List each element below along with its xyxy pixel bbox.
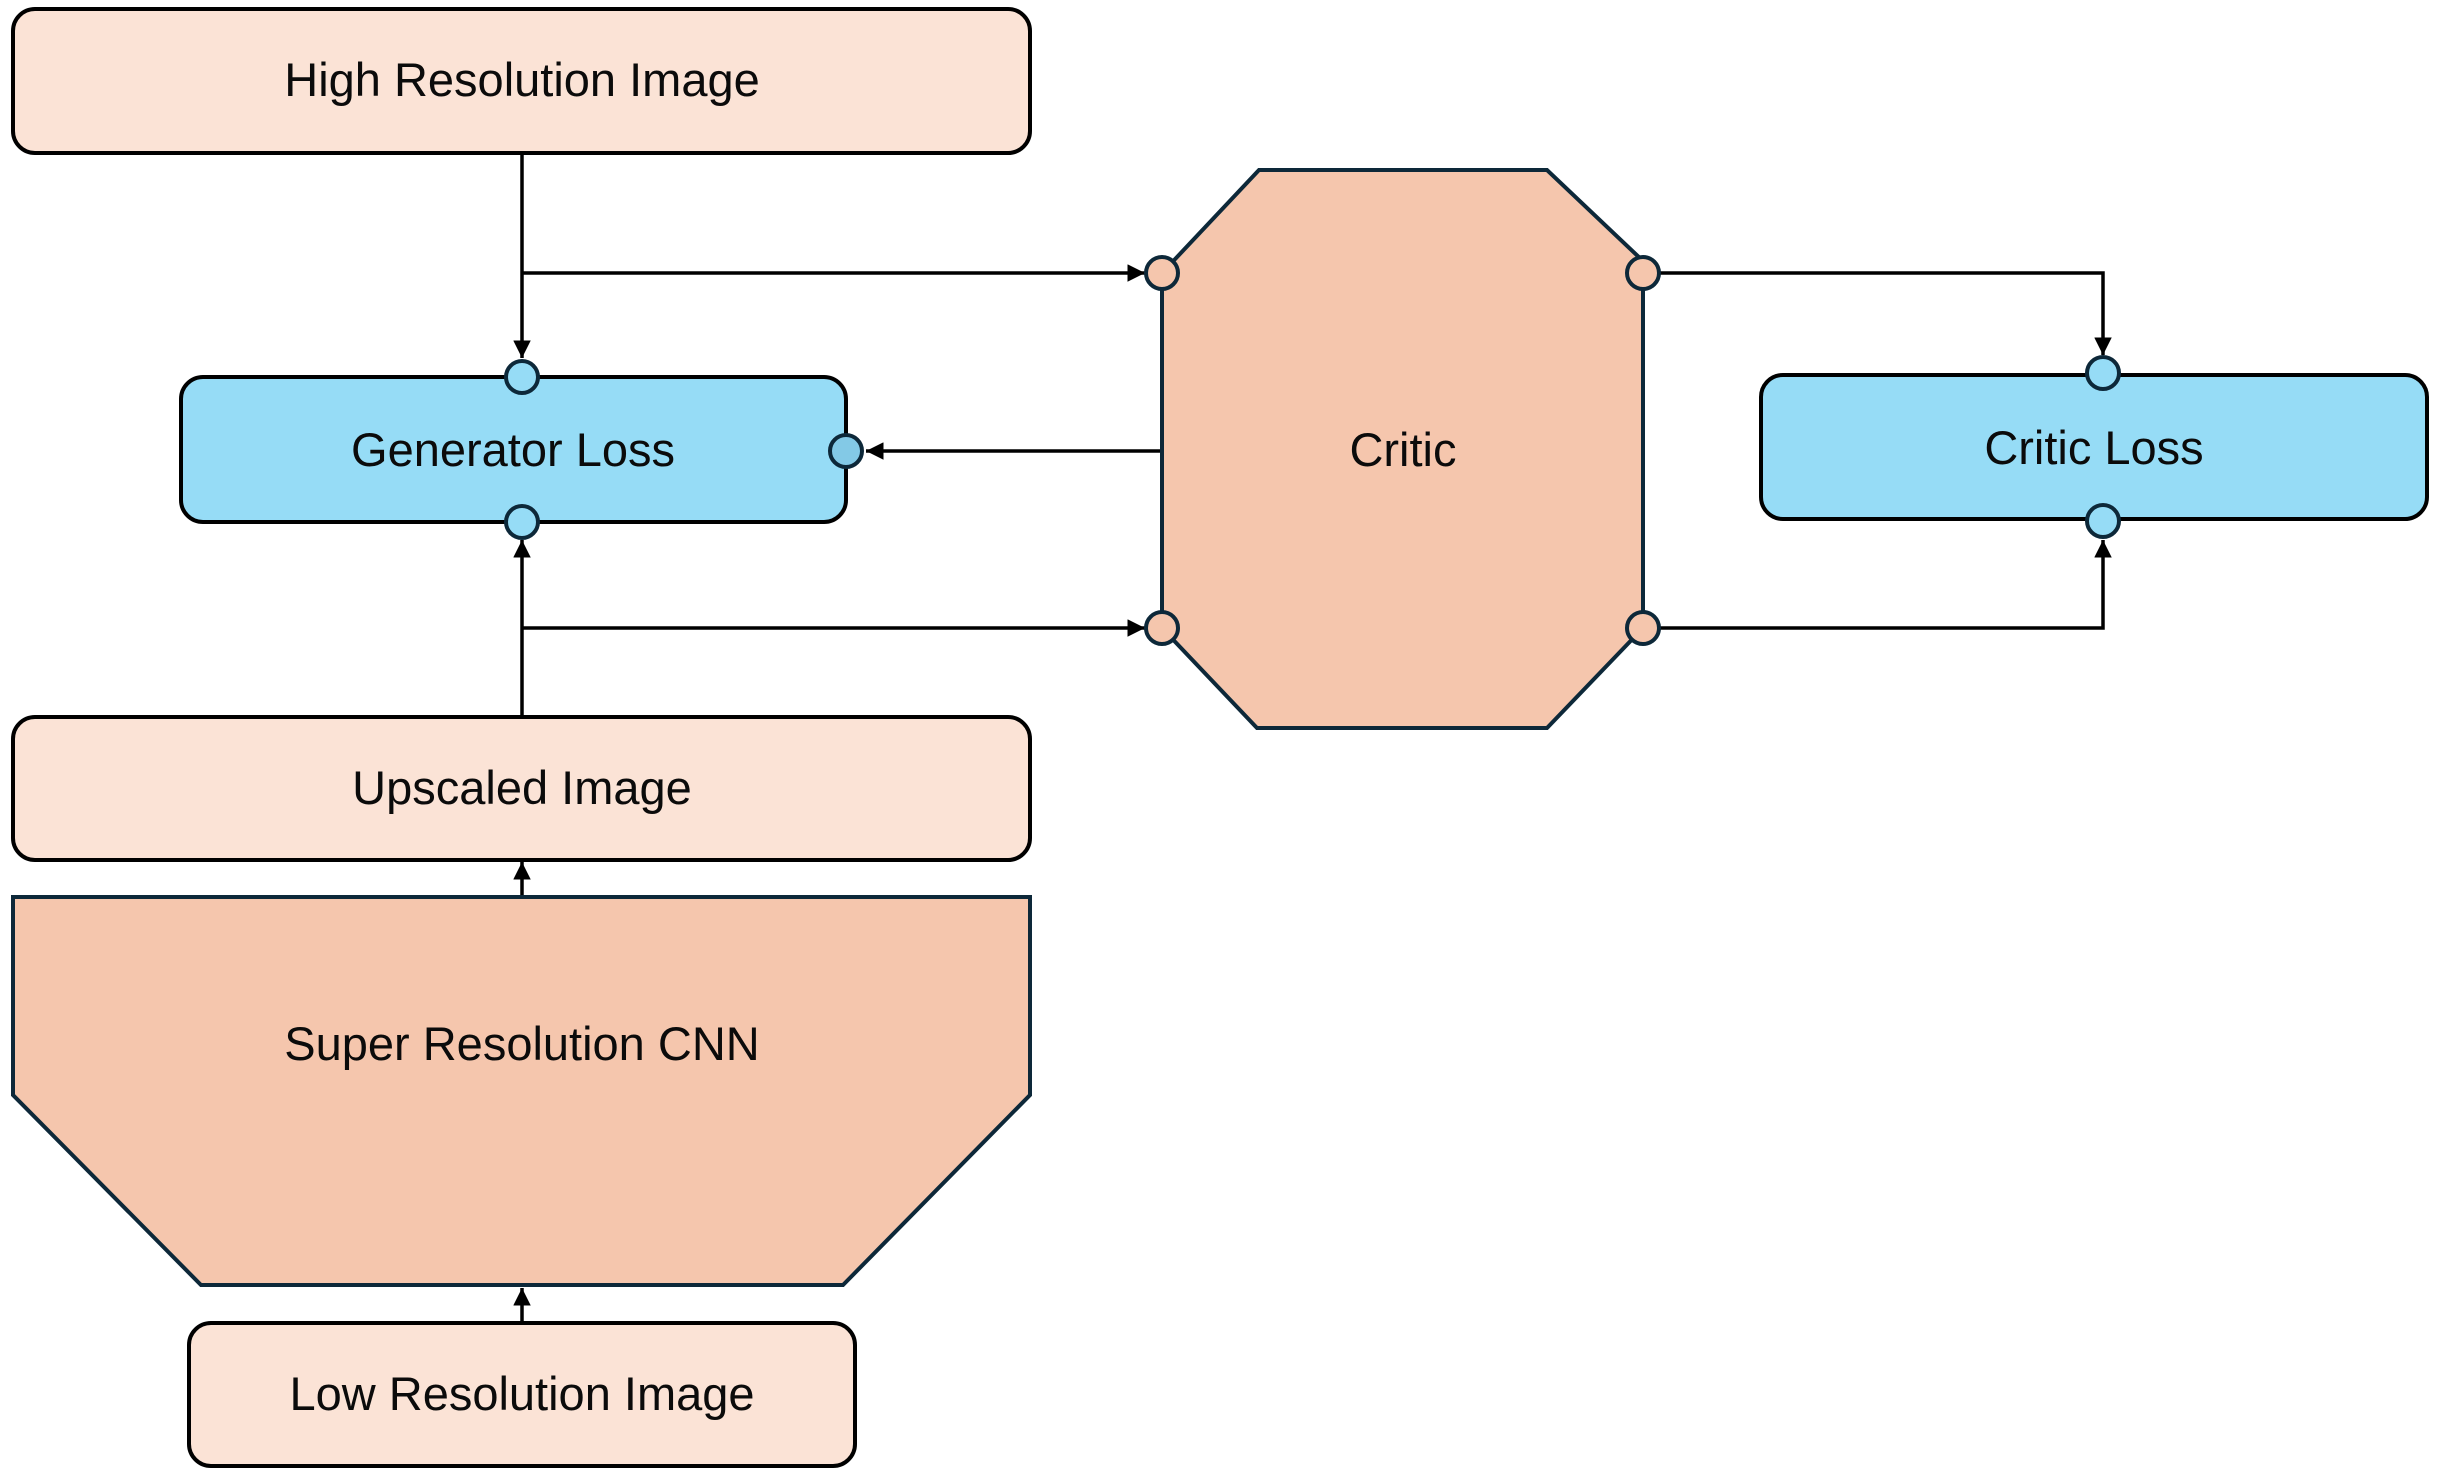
genloss-port-right[interactable]: [828, 433, 864, 469]
node-low-resolution-image[interactable]: Low Resolution Image: [187, 1321, 857, 1468]
genloss-port-top[interactable]: [504, 359, 540, 395]
criticloss-port-bottom[interactable]: [2085, 503, 2121, 539]
critic-port-out-top[interactable]: [1625, 255, 1661, 291]
edge-critic-to-criticloss-top: [1659, 271, 2112, 355]
high-res-label: High Resolution Image: [284, 53, 760, 106]
genloss-port-bottom[interactable]: [504, 504, 540, 540]
critic-port-out-bottom[interactable]: [1625, 610, 1661, 646]
generator-loss-label: Generator Loss: [351, 423, 675, 476]
critic-label: Critic: [1349, 423, 1456, 476]
node-high-resolution-image[interactable]: High Resolution Image: [11, 7, 1032, 155]
connectors: [513, 153, 2112, 1323]
upscaled-label: Upscaled Image: [352, 761, 692, 814]
node-upscaled-image[interactable]: Upscaled Image: [11, 715, 1032, 862]
criticloss-port-top[interactable]: [2085, 355, 2121, 391]
node-super-resolution-cnn[interactable]: Super Resolution CNN: [11, 895, 1032, 1287]
sr-cnn-label: Super Resolution CNN: [284, 1017, 759, 1070]
node-generator-loss[interactable]: Generator Loss: [179, 359, 864, 540]
edge-critic-to-criticloss-bottom: [1659, 540, 2112, 630]
low-res-label: Low Resolution Image: [289, 1367, 754, 1420]
critic-port-in-bottom[interactable]: [1144, 610, 1180, 646]
critic-port-in-top[interactable]: [1144, 255, 1180, 291]
node-critic[interactable]: Critic: [1144, 168, 1661, 730]
node-critic-loss[interactable]: Critic Loss: [1759, 355, 2429, 539]
critic-loss-label: Critic Loss: [1984, 421, 2203, 474]
